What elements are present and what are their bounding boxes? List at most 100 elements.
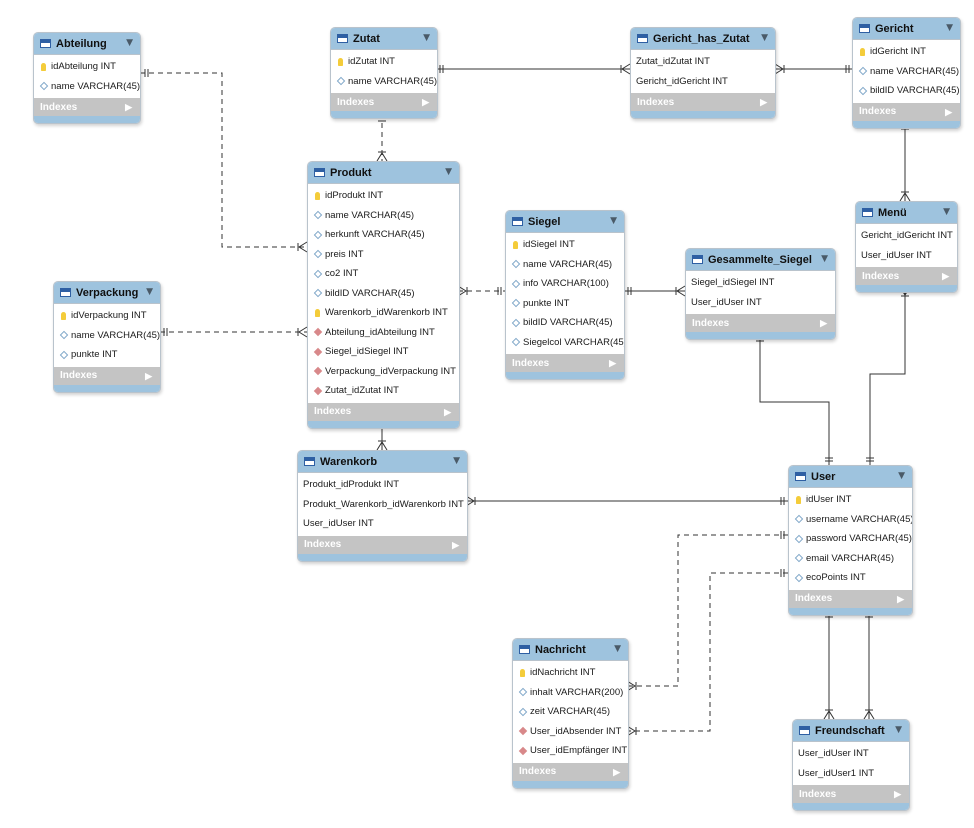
expand-arrow-icon[interactable]: ▶ bbox=[125, 102, 132, 112]
expand-arrow-icon[interactable]: ▶ bbox=[613, 766, 620, 777]
column-row[interactable]: name VARCHAR(45) bbox=[853, 62, 960, 82]
table-header[interactable]: User▼ bbox=[789, 466, 912, 488]
expand-arrow-icon[interactable]: ▶ bbox=[894, 789, 901, 799]
column-row[interactable]: idZutat INT bbox=[331, 52, 437, 72]
table-header[interactable]: Siegel▼ bbox=[506, 211, 624, 233]
column-row[interactable]: idUser INT bbox=[789, 490, 912, 510]
column-row[interactable]: name VARCHAR(45) bbox=[506, 255, 624, 275]
column-row[interactable]: herkunft VARCHAR(45) bbox=[308, 225, 459, 245]
expand-arrow-icon[interactable]: ▶ bbox=[897, 593, 904, 604]
indexes-section[interactable]: Indexes▶ bbox=[298, 535, 467, 554]
collapse-arrow-icon[interactable]: ▼ bbox=[761, 33, 768, 43]
column-row[interactable]: bildID VARCHAR(45) bbox=[506, 313, 624, 333]
column-row[interactable]: Zutat_idZutat INT bbox=[308, 381, 459, 401]
column-row[interactable]: Zutat_idZutat INT bbox=[631, 52, 775, 72]
column-row[interactable]: bildID VARCHAR(45) bbox=[853, 81, 960, 101]
column-row[interactable]: User_idUser INT bbox=[793, 744, 909, 764]
column-row[interactable]: Siegel_idSiegel INT bbox=[686, 273, 835, 293]
column-row[interactable]: Gericht_idGericht INT bbox=[856, 226, 957, 246]
indexes-section[interactable]: Indexes▶ bbox=[34, 98, 140, 116]
table-header[interactable]: Gericht_has_Zutat▼ bbox=[631, 28, 775, 50]
column-row[interactable]: idVerpackung INT bbox=[54, 306, 160, 326]
collapse-arrow-icon[interactable]: ▼ bbox=[895, 725, 902, 735]
table-header[interactable]: Warenkorb▼ bbox=[298, 451, 467, 473]
expand-arrow-icon[interactable]: ▶ bbox=[609, 358, 616, 368]
table-header[interactable]: Gericht▼ bbox=[853, 18, 960, 40]
table-header[interactable]: Produkt▼ bbox=[308, 162, 459, 184]
column-row[interactable]: punkte INT bbox=[54, 345, 160, 365]
indexes-section[interactable]: Indexes▶ bbox=[513, 762, 628, 781]
column-row[interactable]: Produkt_Warenkorb_idWarenkorb INT bbox=[298, 495, 467, 515]
collapse-arrow-icon[interactable]: ▼ bbox=[614, 644, 621, 654]
column-row[interactable]: zeit VARCHAR(45) bbox=[513, 702, 628, 722]
column-row[interactable]: User_idUser INT bbox=[298, 514, 467, 534]
column-row[interactable]: name VARCHAR(45) bbox=[34, 77, 140, 97]
column-row[interactable]: Gericht_idGericht INT bbox=[631, 72, 775, 92]
column-row[interactable]: User_idUser INT bbox=[856, 246, 957, 266]
expand-arrow-icon[interactable]: ▶ bbox=[945, 106, 952, 117]
table-header[interactable]: Freundschaft▼ bbox=[793, 720, 909, 742]
indexes-section[interactable]: Indexes▶ bbox=[308, 402, 459, 421]
table-header[interactable]: Verpackung▼ bbox=[54, 282, 160, 304]
table-header[interactable]: Zutat▼ bbox=[331, 28, 437, 50]
column-row[interactable]: name VARCHAR(45) bbox=[331, 72, 437, 92]
table-header[interactable]: Gesammelte_Siegel▼ bbox=[686, 249, 835, 271]
column-row[interactable]: idNachricht INT bbox=[513, 663, 628, 683]
indexes-section[interactable]: Indexes▶ bbox=[793, 785, 909, 803]
expand-arrow-icon[interactable]: ▶ bbox=[145, 370, 152, 381]
column-row[interactable]: idAbteilung INT bbox=[34, 57, 140, 77]
column-row[interactable]: idProdukt INT bbox=[308, 186, 459, 206]
indexes-section[interactable]: Indexes▶ bbox=[853, 102, 960, 121]
column-row[interactable]: name VARCHAR(45) bbox=[308, 206, 459, 226]
column-row[interactable]: Siegel_idSiegel INT bbox=[308, 342, 459, 362]
column-row[interactable]: preis INT bbox=[308, 245, 459, 265]
collapse-arrow-icon[interactable]: ▼ bbox=[946, 23, 953, 33]
collapse-arrow-icon[interactable]: ▼ bbox=[146, 287, 153, 297]
collapse-arrow-icon[interactable]: ▼ bbox=[943, 207, 950, 217]
expand-arrow-icon[interactable]: ▶ bbox=[444, 406, 451, 417]
collapse-arrow-icon[interactable]: ▼ bbox=[610, 216, 617, 226]
indexes-section[interactable]: Indexes▶ bbox=[506, 354, 624, 372]
collapse-arrow-icon[interactable]: ▼ bbox=[821, 254, 828, 264]
column-row[interactable]: User_idUser INT bbox=[686, 293, 835, 313]
column-row[interactable]: info VARCHAR(100) bbox=[506, 274, 624, 294]
collapse-arrow-icon[interactable]: ▼ bbox=[445, 167, 452, 177]
column-row[interactable]: User_idUser1 INT bbox=[793, 764, 909, 784]
indexes-section[interactable]: Indexes▶ bbox=[631, 93, 775, 111]
column-row[interactable]: User_idAbsender INT bbox=[513, 722, 628, 742]
column-row[interactable]: idGericht INT bbox=[853, 42, 960, 62]
indexes-section[interactable]: Indexes▶ bbox=[54, 366, 160, 385]
column-row[interactable]: co2 INT bbox=[308, 264, 459, 284]
column-row[interactable]: ecoPoints INT bbox=[789, 568, 912, 588]
collapse-arrow-icon[interactable]: ▼ bbox=[453, 456, 460, 466]
table-header[interactable]: Abteilung▼ bbox=[34, 33, 140, 55]
column-row[interactable]: Siegelcol VARCHAR(45) bbox=[506, 333, 624, 353]
expand-arrow-icon[interactable]: ▶ bbox=[760, 97, 767, 107]
column-row[interactable]: Produkt_idProdukt INT bbox=[298, 475, 467, 495]
indexes-section[interactable]: Indexes▶ bbox=[331, 93, 437, 111]
column-row[interactable]: Verpackung_idVerpackung INT bbox=[308, 362, 459, 382]
table-header[interactable]: Menü▼ bbox=[856, 202, 957, 224]
column-row[interactable]: idSiegel INT bbox=[506, 235, 624, 255]
column-row[interactable]: punkte INT bbox=[506, 294, 624, 314]
expand-arrow-icon[interactable]: ▶ bbox=[422, 97, 429, 107]
indexes-section[interactable]: Indexes▶ bbox=[856, 267, 957, 285]
collapse-arrow-icon[interactable]: ▼ bbox=[423, 33, 430, 43]
collapse-arrow-icon[interactable]: ▼ bbox=[126, 38, 133, 48]
column-row[interactable]: bildID VARCHAR(45) bbox=[308, 284, 459, 304]
column-row[interactable]: User_idEmpfänger INT bbox=[513, 741, 628, 761]
column-row[interactable]: username VARCHAR(45) bbox=[789, 510, 912, 530]
column-row[interactable]: email VARCHAR(45) bbox=[789, 549, 912, 569]
expand-arrow-icon[interactable]: ▶ bbox=[942, 271, 949, 281]
